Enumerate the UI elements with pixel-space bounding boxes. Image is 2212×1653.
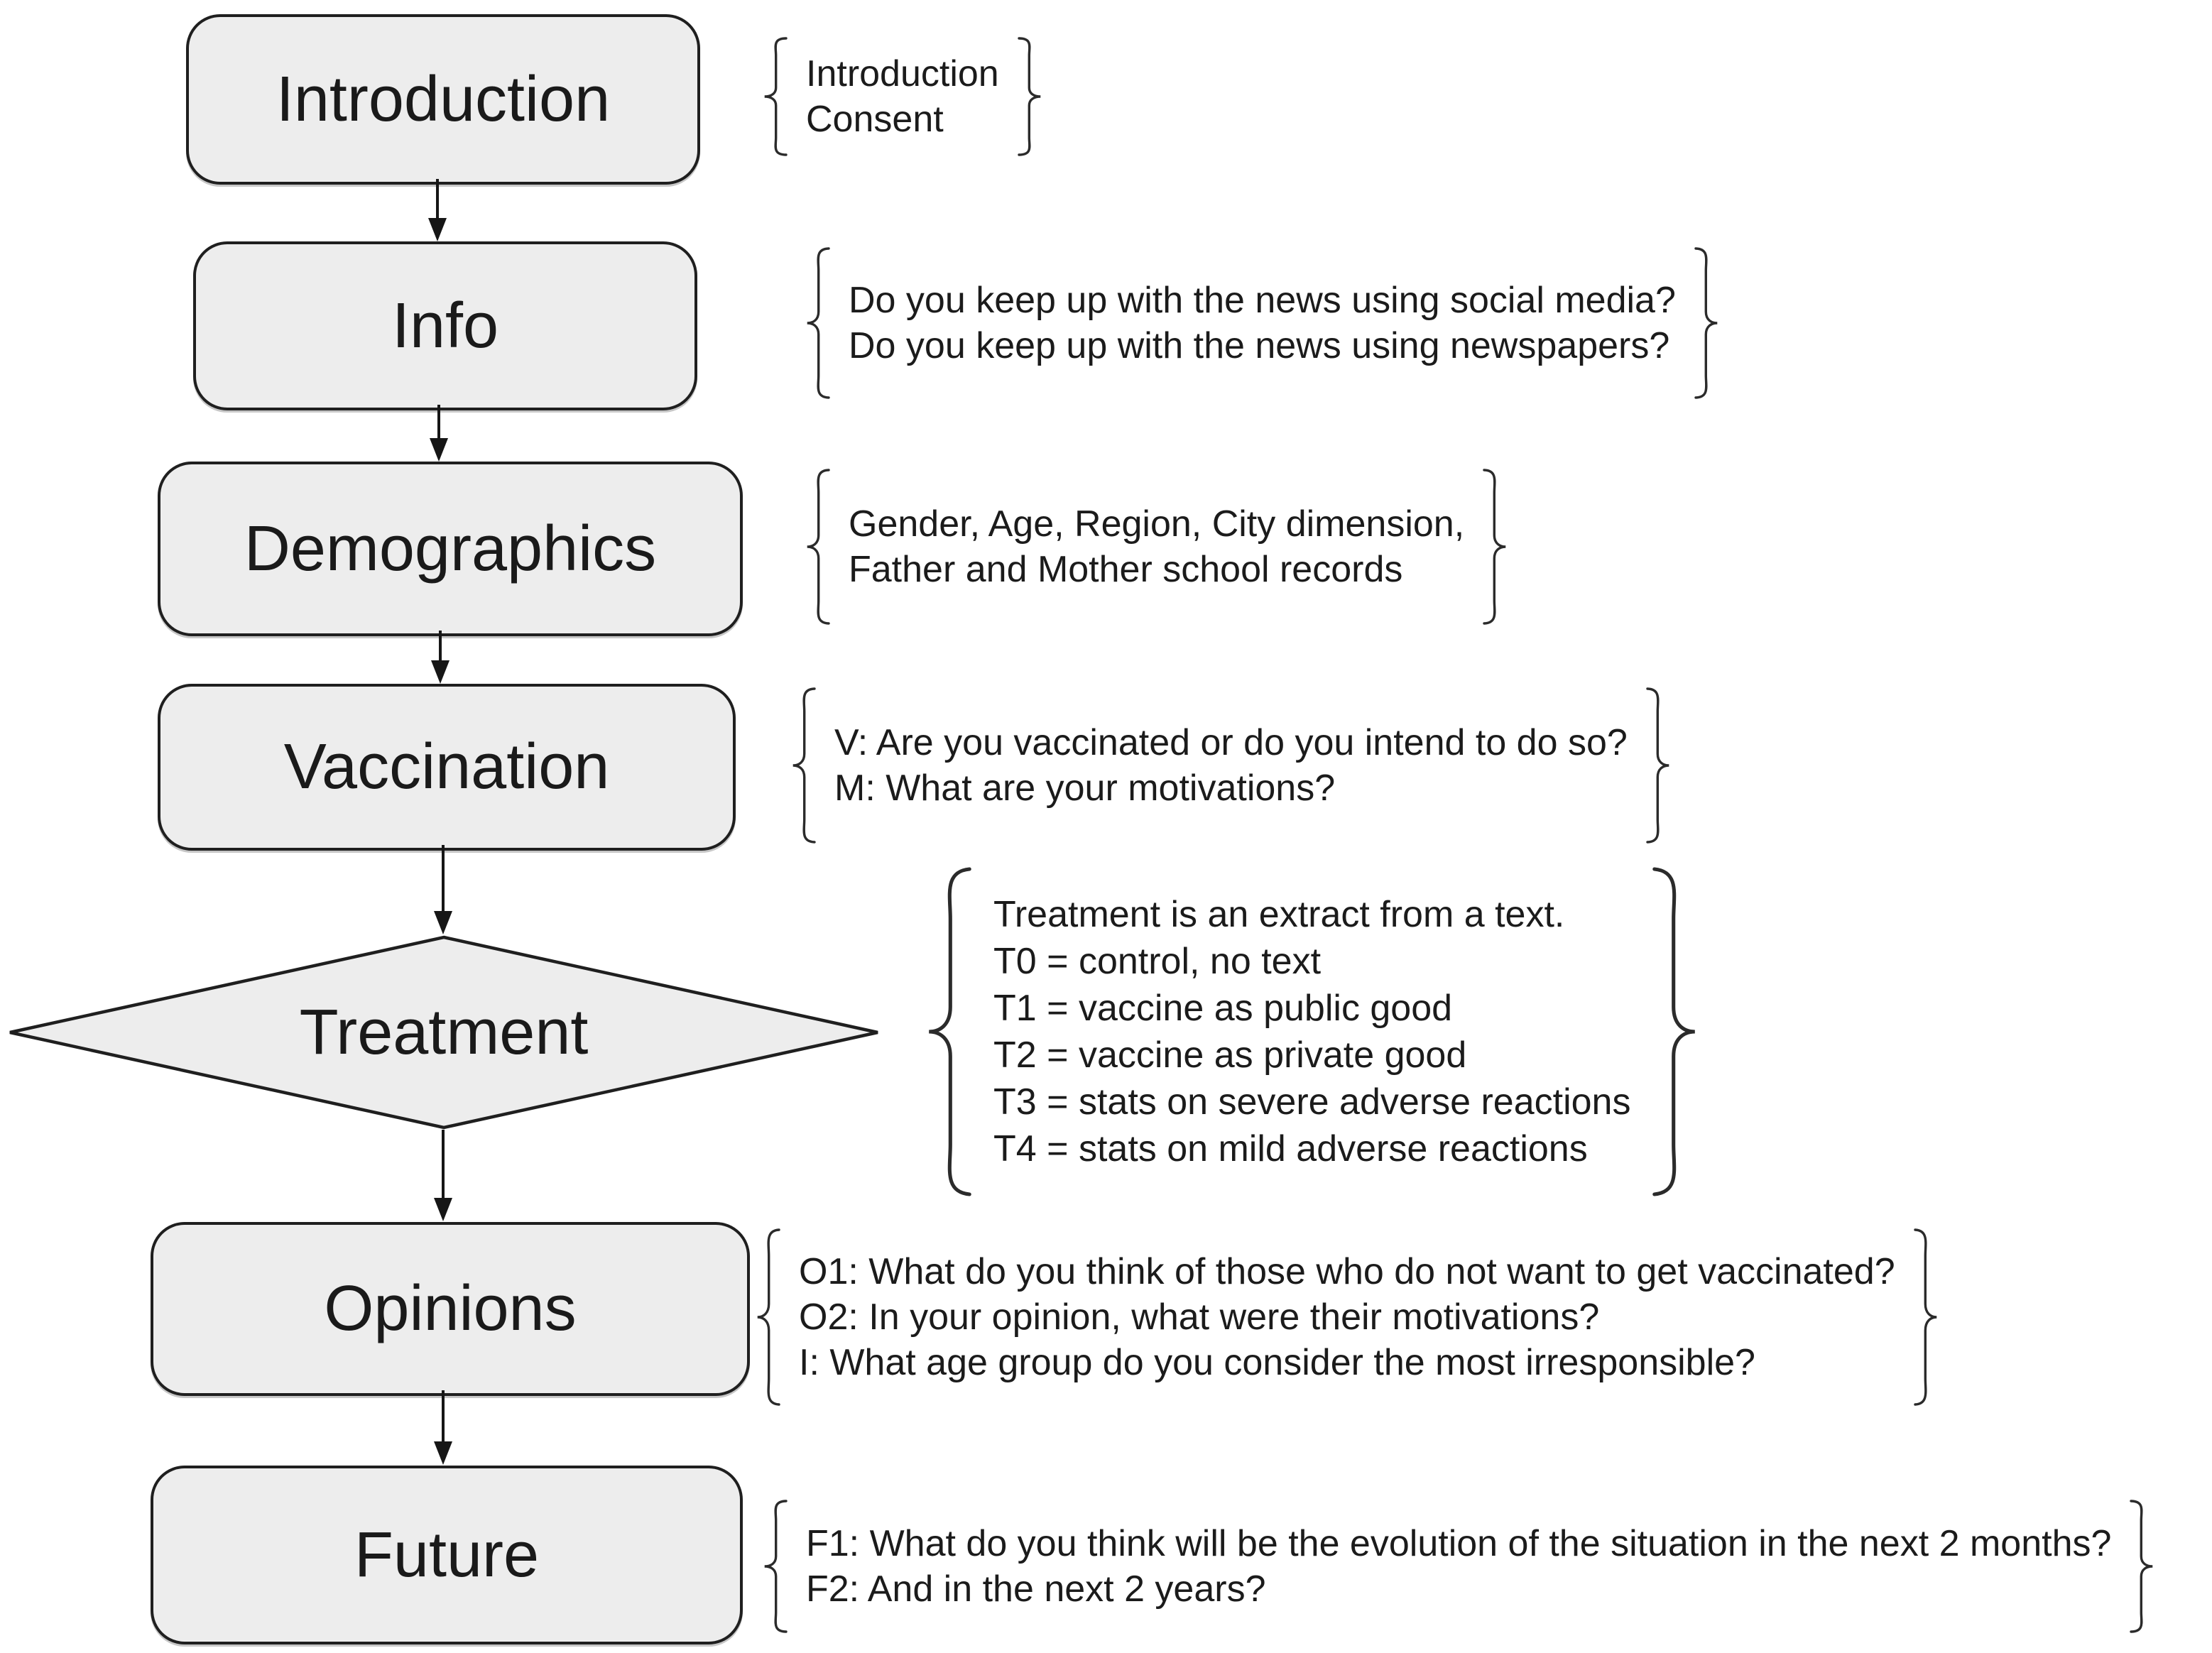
curly-brace-left-icon (807, 469, 830, 625)
diamond-shape-icon (9, 935, 878, 1130)
flow-arrow-intro-to-info (436, 179, 439, 218)
flow-arrow-demographics-to-vaccination (439, 631, 442, 660)
annotation-line: V: Are you vaccinated or do you intend t… (834, 722, 1628, 763)
annotation-line: I: What age group do you consider the mo… (799, 1342, 1755, 1383)
flow-arrow-opinions-to-future (442, 1390, 445, 1441)
node-demographics-label: Demographics (244, 513, 657, 584)
node-vaccination: Vaccination (158, 684, 736, 851)
annotation-introduction: Introduction Consent (763, 37, 1042, 156)
node-future-label: Future (354, 1519, 540, 1591)
annotation-future: F1: What do you think will be the evolut… (763, 1500, 2154, 1633)
annotation-line: Introduction (806, 53, 999, 94)
node-demographics: Demographics (158, 462, 743, 636)
curly-brace-right-icon (1652, 867, 1696, 1196)
annotation-info-text: Do you keep up with the news using socia… (849, 278, 1676, 369)
curly-brace-right-icon (1913, 1228, 1937, 1406)
flow-arrow-treatment-to-opinions (442, 1130, 445, 1198)
annotation-line: F1: What do you think will be the evolut… (806, 1523, 2112, 1564)
annotation-line: T3 = stats on severe adverse reactions (993, 1081, 1631, 1123)
node-introduction-label: Introduction (276, 63, 611, 135)
annotation-line: T2 = vaccine as private good (993, 1035, 1467, 1076)
annotation-line: O2: In your opinion, what were their mot… (799, 1297, 1600, 1338)
annotation-vaccination-text: V: Are you vaccinated or do you intend t… (834, 720, 1628, 811)
node-treatment-label: Treatment (299, 996, 589, 1068)
flow-arrow-info-to-demographics (437, 405, 440, 438)
flow-arrow-vaccination-to-treatment (442, 845, 445, 911)
annotation-line: T0 = control, no text (993, 941, 1322, 982)
annotation-line: O1: What do you think of those who do no… (799, 1251, 1895, 1292)
curly-brace-right-icon (1018, 37, 1041, 156)
annotation-line: F2: And in the next 2 years? (806, 1569, 1266, 1610)
annotation-line: Do you keep up with the news using newsp… (849, 325, 1670, 366)
node-treatment: Treatment (7, 935, 881, 1130)
annotation-line: Consent (806, 99, 944, 140)
node-info-label: Info (391, 290, 499, 361)
annotation-treatment: Treatment is an extract from a text. T0 … (927, 867, 1697, 1196)
curly-brace-left-icon (764, 37, 788, 156)
curly-brace-right-icon (2130, 1500, 2153, 1633)
node-opinions: Opinions (151, 1222, 750, 1396)
curly-brace-left-icon (764, 1500, 788, 1633)
curly-brace-right-icon (1646, 687, 1669, 844)
node-future: Future (151, 1466, 743, 1644)
annotation-future-text: F1: What do you think will be the evolut… (806, 1521, 2111, 1612)
annotation-demographics: Gender, Age, Region, City dimension, Fat… (806, 469, 1507, 625)
annotation-opinions: O1: What do you think of those who do no… (756, 1228, 1938, 1406)
annotation-line: M: What are your motivations? (834, 768, 1336, 809)
curly-brace-right-icon (1483, 469, 1506, 625)
annotation-line: Treatment is an extract from a text. (993, 894, 1565, 935)
curly-brace-right-icon (1694, 247, 1718, 399)
node-info: Info (193, 241, 697, 410)
curly-brace-left-icon (792, 687, 816, 844)
annotation-line: Gender, Age, Region, City dimension, (849, 503, 1465, 545)
annotation-line: T1 = vaccine as public good (993, 988, 1453, 1029)
curly-brace-left-icon (807, 247, 830, 399)
annotation-demographics-text: Gender, Age, Region, City dimension, Fat… (849, 501, 1464, 592)
annotation-line: Do you keep up with the news using socia… (849, 280, 1676, 321)
annotation-treatment-text: Treatment is an extract from a text. T0 … (993, 891, 1630, 1172)
annotation-opinions-text: O1: What do you think of those who do no… (799, 1249, 1895, 1385)
annotation-line: Father and Mother school records (849, 549, 1403, 590)
annotation-vaccination: V: Are you vaccinated or do you intend t… (792, 687, 1670, 844)
node-vaccination-label: Vaccination (283, 731, 610, 802)
annotation-info: Do you keep up with the news using socia… (806, 247, 1718, 399)
annotation-line: T4 = stats on mild adverse reactions (993, 1128, 1588, 1169)
curly-brace-left-icon (757, 1228, 780, 1406)
annotation-introduction-text: Introduction Consent (806, 51, 999, 142)
node-introduction: Introduction (186, 14, 700, 185)
node-opinions-label: Opinions (324, 1273, 577, 1344)
curly-brace-left-icon (929, 867, 971, 1196)
